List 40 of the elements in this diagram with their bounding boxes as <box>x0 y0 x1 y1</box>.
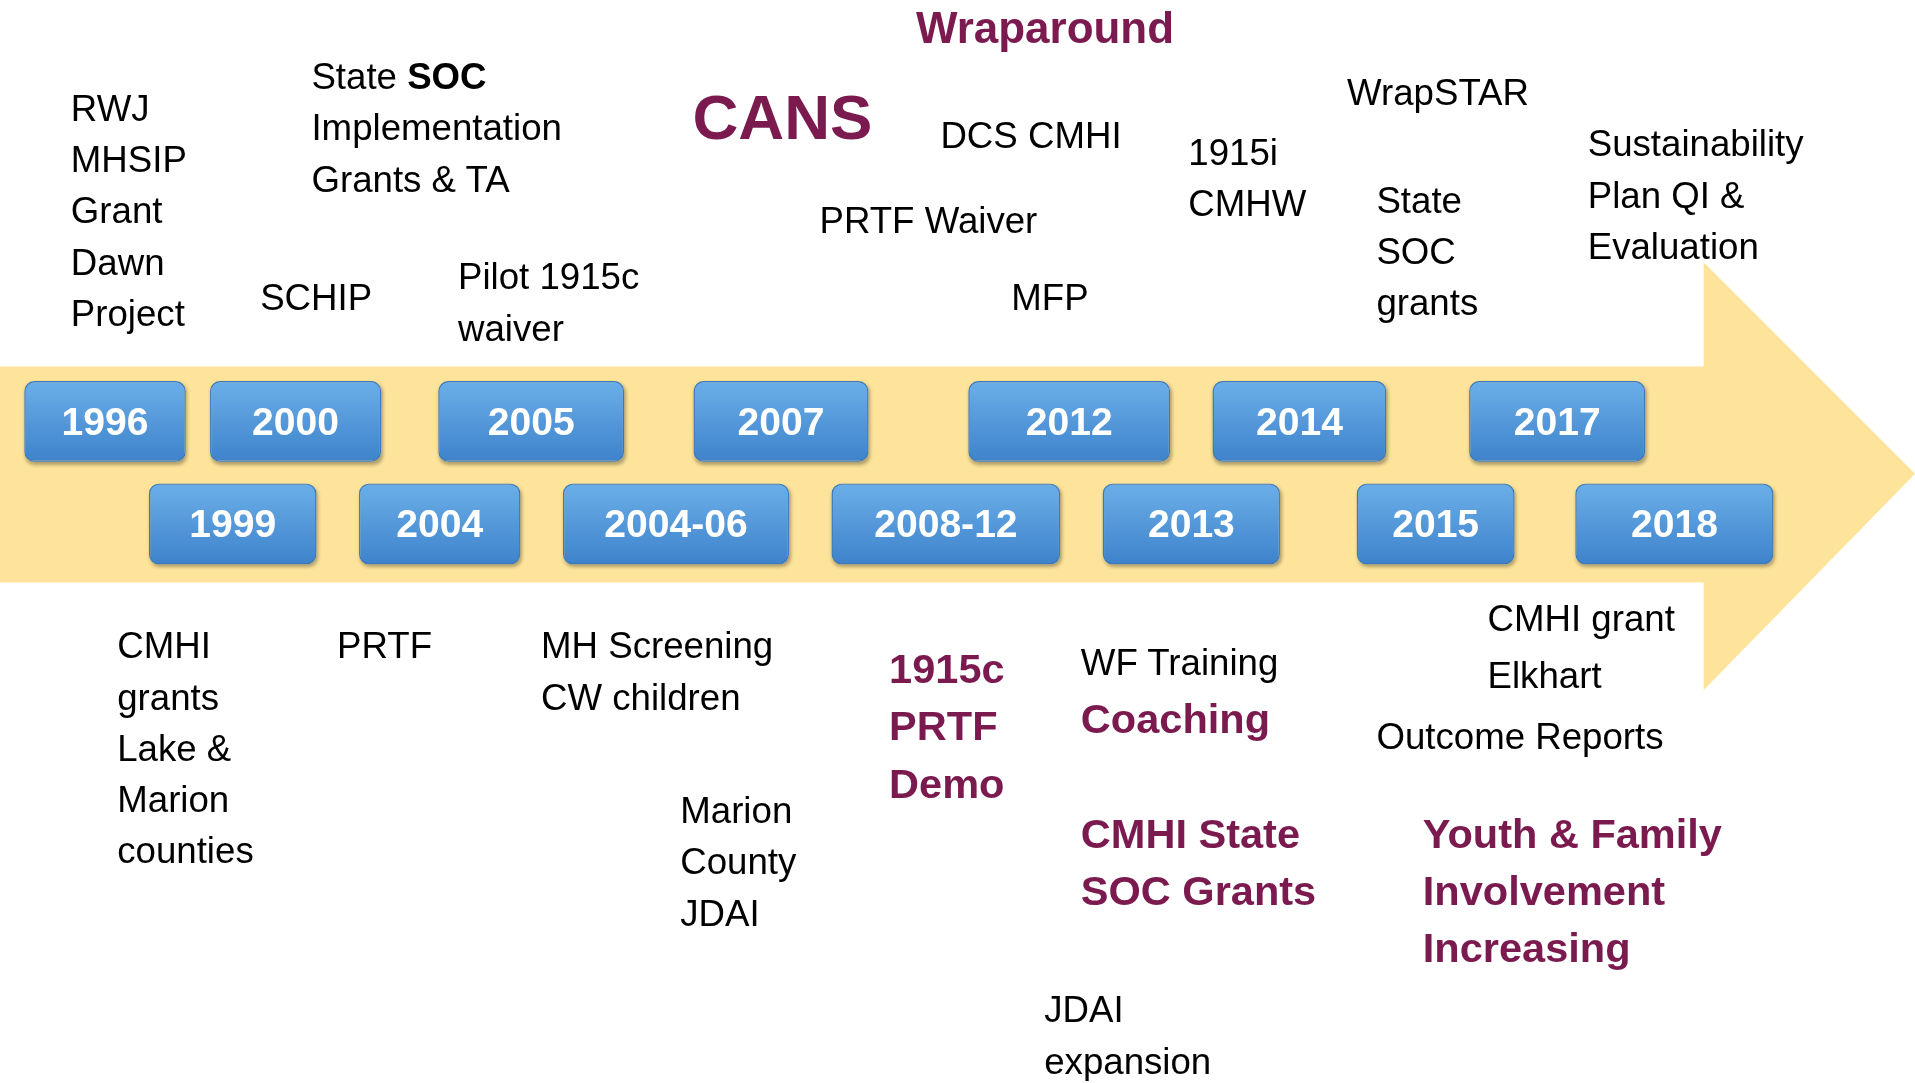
year-box: 2004 <box>359 483 521 565</box>
milestone-text: Marion County JDAI <box>680 789 798 936</box>
milestone-text: RWJ MHSIP Grant Dawn Project <box>70 86 188 336</box>
highlight-text: Youth & Family Involvement Increasing <box>1422 808 1723 973</box>
milestone-text: PRTF <box>337 624 434 668</box>
highlight-text: CMHI State SOC Grants <box>1080 808 1318 916</box>
year-box: 2014 <box>1212 381 1387 462</box>
year-box: 2013 <box>1102 483 1280 565</box>
year-box: 2018 <box>1575 483 1774 565</box>
highlight-text: Coaching <box>1080 693 1272 744</box>
milestone-text: Pilot 1915c waiver <box>458 255 641 351</box>
milestone-text: PRTF Waiver <box>819 199 1039 243</box>
milestone-text: SCHIP <box>260 276 374 320</box>
year-box: 2005 <box>438 381 625 462</box>
year-box: 1996 <box>24 381 186 462</box>
milestone-text: WrapSTAR <box>1347 71 1530 115</box>
highlight-text: Wraparound <box>915 2 1176 54</box>
milestone-text: DCS CMHI <box>940 113 1123 158</box>
milestone-text: CMHI grants Lake & Marion counties <box>117 624 255 873</box>
year-box: 2004-06 <box>563 483 789 565</box>
year-box: 2000 <box>210 381 382 462</box>
year-box: 2012 <box>968 381 1170 462</box>
year-box: 2017 <box>1469 381 1646 462</box>
milestone-text: Sustainability Plan QI & Evaluation <box>1587 122 1805 269</box>
milestone-text: MFP <box>1011 276 1090 320</box>
milestone-text: State SOC grants <box>1376 178 1480 325</box>
year-box: 2007 <box>693 381 869 462</box>
milestone-text: Elkhart <box>1487 653 1603 697</box>
highlight-text: CANS <box>692 80 874 154</box>
milestone-text: JDAI expansion <box>1044 988 1213 1083</box>
year-box: 2008-12 <box>831 483 1061 565</box>
year-box: 1999 <box>149 483 317 565</box>
milestone-text: CMHI grant <box>1487 597 1676 641</box>
milestone-text: WF Training <box>1080 641 1280 685</box>
milestone-text: State SOC Implementation Grants & TA <box>311 55 563 202</box>
year-box: 2015 <box>1356 483 1515 565</box>
highlight-text: 1915c PRTF Demo <box>889 643 1006 809</box>
milestone-text: 1915i CMHW <box>1188 130 1308 226</box>
milestone-text: MH Screening CW children <box>541 624 775 719</box>
milestone-text: Outcome Reports <box>1376 714 1665 759</box>
